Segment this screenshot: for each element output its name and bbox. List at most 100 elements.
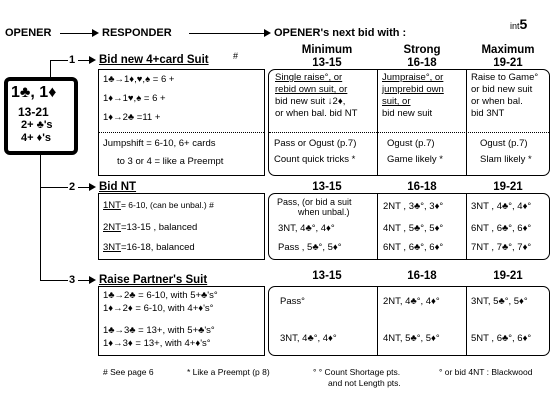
section-3-title: Raise Partner's Suit	[99, 274, 208, 286]
jump-max: Slam likely *	[480, 154, 532, 165]
nt-row: 2NT=13-15 , balanced	[103, 222, 198, 233]
connector-line	[40, 155, 41, 280]
raise-max: 3NT, 5♣°, 5♦°	[471, 296, 528, 307]
raise-line: 1♣→2♣ = 6-10, with 5+♣'s°	[103, 290, 218, 301]
col-range-max: 19-21	[493, 270, 523, 282]
arrow-line	[189, 33, 266, 34]
resp-line: 1♣→1♦,♥,♠ = 6 +	[103, 74, 175, 85]
divider	[99, 132, 264, 133]
divider	[269, 132, 549, 133]
section-number-2: 2	[69, 181, 76, 193]
col-range-min: 13-15	[312, 270, 342, 282]
nt-max: 7NT , 7♣°, 7♦°	[471, 242, 532, 253]
divider	[466, 286, 467, 356]
section-3-responder-box	[98, 286, 265, 356]
raise-min: 3NT, 4♣°, 4♦°	[280, 333, 337, 344]
section-1-title: Bid new 4+card Suit	[99, 54, 209, 66]
opening-range: 13-21	[18, 105, 49, 119]
section-2-responder-box	[98, 193, 265, 260]
arrow-icon	[89, 183, 96, 191]
raise-line: 1♣→3♣ = 13+, with 5+♣'s°	[103, 325, 215, 336]
divider	[377, 286, 378, 356]
section-1-responder-box	[98, 69, 265, 176]
opening-diamonds: 4+ ♦'s	[21, 132, 51, 144]
resp-line: 1♦→2♣ =11 +	[103, 112, 161, 123]
max-line: bid 3NT	[471, 108, 505, 119]
col-range-max: 19-21	[493, 181, 523, 193]
section-number-3: 3	[69, 274, 76, 286]
responder-label: RESPONDER	[102, 27, 172, 39]
nt-max: 6NT , 6♣°, 6♦°	[471, 223, 532, 234]
col-range-strong: 16-18	[407, 181, 437, 193]
strong-line: Jumpraise°, or	[382, 72, 444, 83]
nt-strong: 4NT , 5♣°, 5♦°	[383, 223, 444, 234]
section-3-answer-box	[268, 286, 550, 356]
nt-max: 3NT , 4♣°, 4♦°	[471, 201, 532, 212]
opening-bid-box	[4, 77, 78, 155]
raise-line: 1♦→3♦ = 13+, with 4+♦'s°	[103, 338, 211, 349]
divider	[466, 193, 467, 260]
section-1-mark: #	[233, 51, 239, 61]
nt-row: 3NT=16-18, balanced	[103, 242, 195, 253]
opening-bid: 1♣, 1♦	[11, 84, 57, 101]
jump-line: Jumpshift = 6-10, 6+ cards	[103, 138, 216, 149]
jump-min: Count quick tricks *	[274, 154, 356, 165]
footnote: * Like a Preempt (p 8)	[187, 367, 270, 377]
col-range-max: 19-21	[493, 57, 523, 69]
col-head-min: Minimum	[301, 44, 353, 56]
page-label: int5	[510, 16, 528, 32]
resp-line: 1♦→1♥,♠ = 6 +	[103, 93, 166, 104]
min-line: rebid own suit, or	[275, 84, 348, 95]
max-line: or when bal.	[471, 96, 523, 107]
raise-min: Pass°	[280, 296, 305, 307]
arrow-icon	[92, 29, 99, 37]
max-line: or bid new suit	[471, 84, 533, 95]
arrow-line	[60, 33, 94, 34]
nt-min: when unbal.)	[298, 207, 350, 217]
section-2-title: Bid NT	[99, 181, 137, 193]
nt-strong: 6NT , 6♣°, 6♦°	[383, 242, 444, 253]
col-range-strong: 16-18	[407, 57, 437, 69]
jump-strong: Ogust (p.7)	[387, 138, 435, 149]
divider	[377, 69, 378, 176]
footnote: ° or bid 4NT : Blackwood	[439, 367, 533, 377]
opening-clubs: 2+ ♣'s	[21, 119, 53, 131]
jump-min: Pass or Ogust (p.7)	[274, 138, 357, 149]
col-range-strong: 16-18	[407, 270, 437, 282]
connector-line	[40, 280, 68, 281]
strong-line: suit, or	[382, 96, 411, 107]
divider	[466, 69, 467, 176]
arrow-line	[78, 60, 90, 61]
next-bid-label: OPENER's next bid with :	[274, 27, 407, 39]
divider	[377, 193, 378, 260]
nt-min: Pass , 5♣°, 5♦°	[278, 242, 342, 253]
raise-strong: 4NT, 5♣°, 5♦°	[383, 333, 440, 344]
nt-min: 3NT, 4♣°, 4♦°	[278, 223, 335, 234]
arrow-line	[78, 280, 90, 281]
arrow-icon	[264, 29, 271, 37]
min-line: Single raise°, or	[275, 72, 343, 83]
strong-line: bid new suit	[382, 108, 433, 119]
nt-row: 1NT= 6-10, (can be unbal.) #	[103, 200, 214, 211]
connector-line	[40, 187, 68, 188]
nt-strong: 2NT , 3♣°, 3♦°	[383, 201, 444, 212]
raise-strong: 2NT, 4♣°, 4♦°	[383, 296, 440, 307]
section-1-answer-box	[268, 69, 550, 176]
jump-strong: Game likely *	[387, 154, 443, 165]
col-range-min: 13-15	[312, 181, 342, 193]
col-head-max: Maximum	[481, 44, 535, 56]
opener-label: OPENER	[5, 27, 52, 39]
col-head-strong: Strong	[403, 44, 441, 56]
section-number-1: 1	[69, 54, 76, 66]
raise-line: 1♦→2♦ = 6-10, with 4+♦'s°	[103, 303, 214, 314]
arrow-icon	[89, 276, 96, 284]
footnote: and not Length pts.	[328, 378, 401, 388]
jump-line: to 3 or 4 = like a Preempt	[117, 156, 224, 167]
jump-max: Ogust (p.7)	[480, 138, 528, 149]
footnote: # See page 6	[103, 367, 154, 377]
min-line: or when bal. bid NT	[275, 108, 358, 119]
col-range-min: 13-15	[312, 57, 342, 69]
arrow-line	[78, 187, 90, 188]
nt-min: Pass, (or bid a suit	[277, 197, 352, 207]
connector-line	[50, 60, 51, 77]
